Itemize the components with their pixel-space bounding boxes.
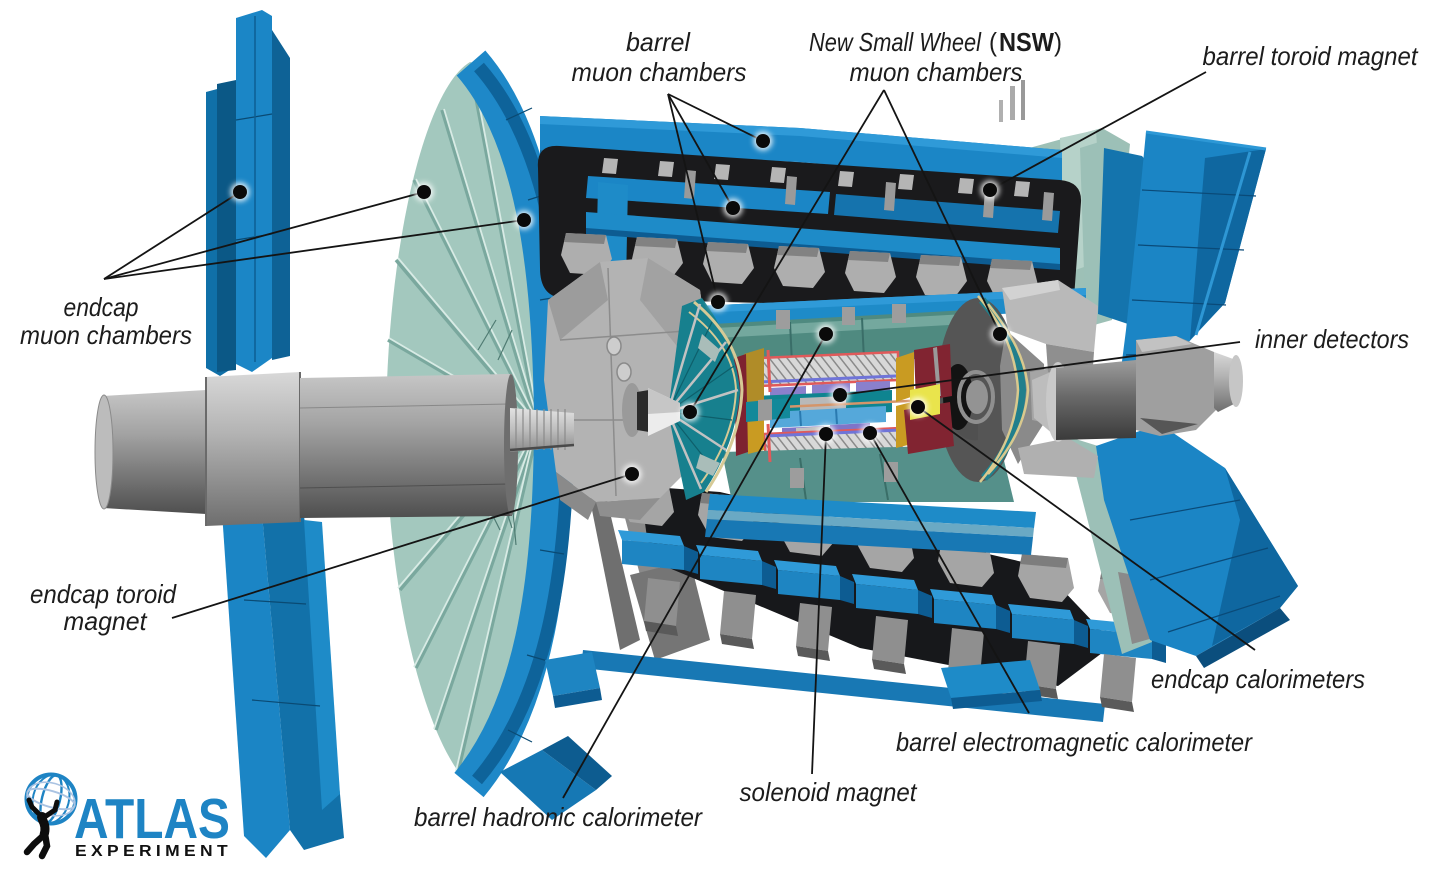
svg-text:(: ( xyxy=(989,27,997,57)
svg-text:EXPERIMENT: EXPERIMENT xyxy=(75,843,232,860)
svg-text:muon chambers: muon chambers xyxy=(572,57,747,87)
svg-text:endcap: endcap xyxy=(64,292,139,322)
svg-text:inner detectors: inner detectors xyxy=(1255,324,1409,354)
svg-text:barrel electromagnetic calorim: barrel electromagnetic calorimeter xyxy=(896,727,1253,757)
svg-text:New Small Wheel: New Small Wheel xyxy=(809,27,982,57)
svg-text:barrel hadronic calorimeter: barrel hadronic calorimeter xyxy=(414,802,703,832)
svg-text:endcap toroid: endcap toroid xyxy=(30,579,177,609)
svg-text:magnet: magnet xyxy=(64,606,149,636)
svg-text:ATLAS: ATLAS xyxy=(74,787,230,851)
svg-text:): ) xyxy=(1054,27,1062,57)
svg-text:muon chambers: muon chambers xyxy=(850,57,1023,87)
svg-text:barrel toroid magnet: barrel toroid magnet xyxy=(1203,41,1420,71)
svg-text:endcap calorimeters: endcap calorimeters xyxy=(1151,664,1365,694)
svg-text:solenoid magnet: solenoid magnet xyxy=(740,777,919,807)
svg-text:barrel: barrel xyxy=(626,27,691,57)
svg-text:muon chambers: muon chambers xyxy=(20,320,192,350)
svg-text:NSW: NSW xyxy=(999,27,1054,57)
